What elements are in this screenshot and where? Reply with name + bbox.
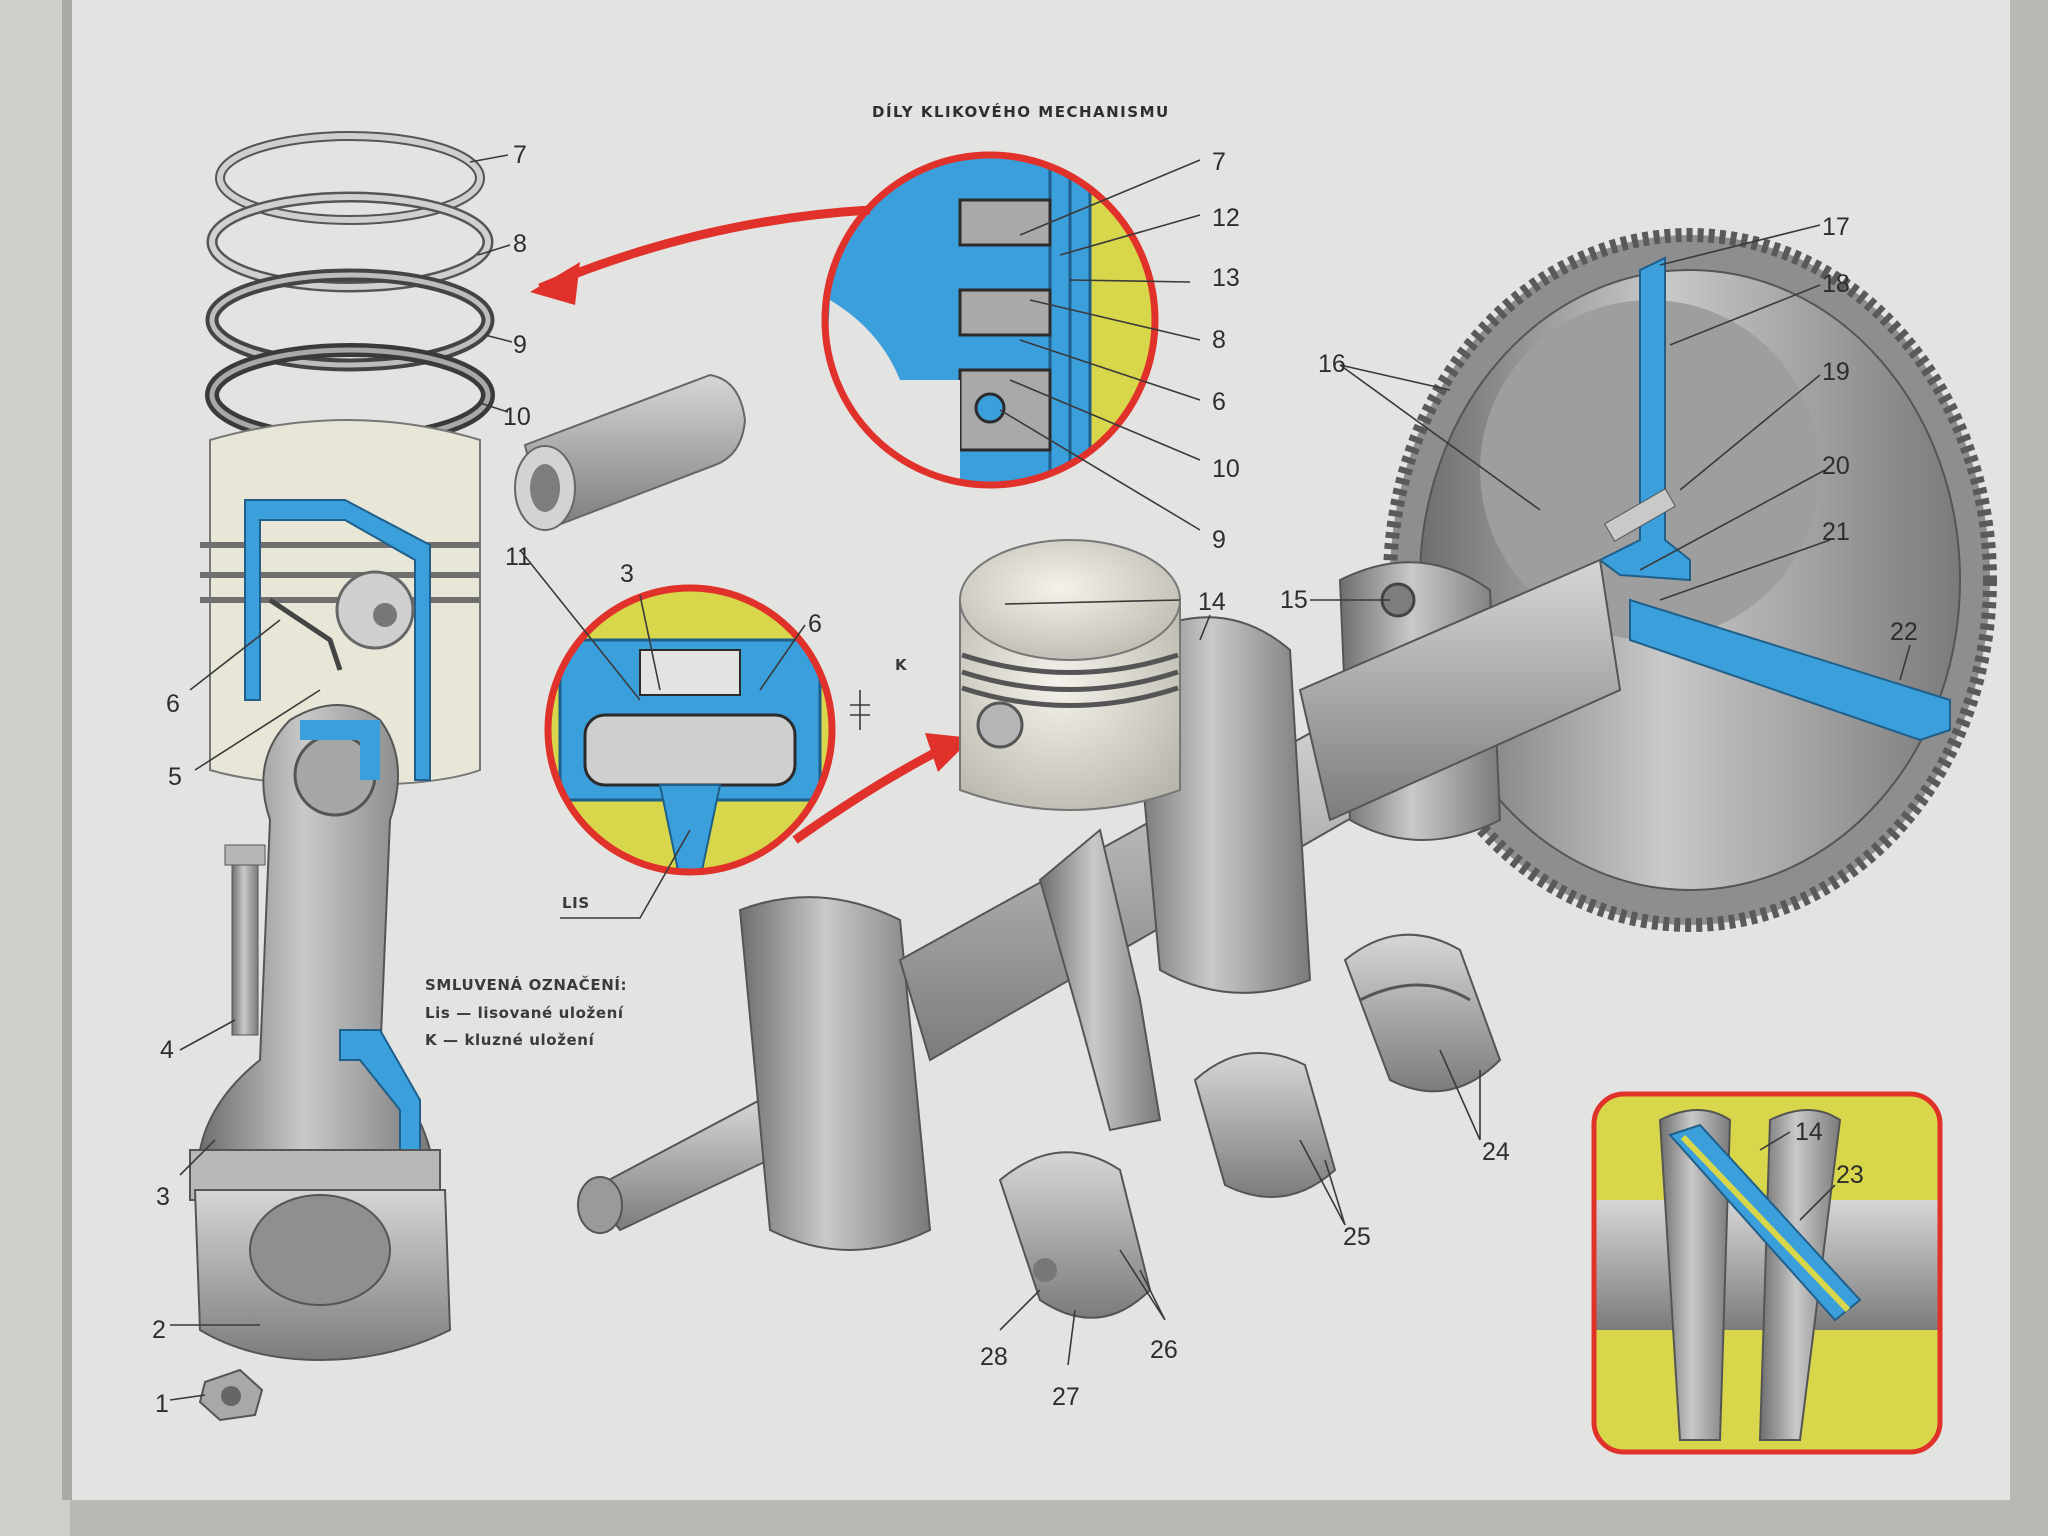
oil-passage-inset (1591, 1091, 1943, 1455)
rod-bolt (224, 844, 266, 1036)
part-label: 6 (1212, 388, 1226, 416)
part-label: 8 (1212, 326, 1226, 354)
connecting-rod (189, 704, 452, 1362)
part-label: 27 (1052, 1383, 1080, 1411)
crankshaft (577, 558, 1622, 1251)
lis-label: LIS (562, 894, 590, 912)
legend-line-k: K — kluzné uložení (425, 1031, 595, 1049)
part-label: 9 (513, 331, 527, 359)
legend-heading: SMLUVENÁ OZNAČENÍ: (425, 975, 627, 994)
part-label: 7 (513, 141, 527, 169)
part-label: 26 (1150, 1336, 1178, 1364)
piston-cutaway (200, 419, 481, 787)
part-label: 19 (1822, 358, 1850, 386)
part-label: 12 (1212, 204, 1240, 232)
part-label: 16 (1318, 350, 1346, 378)
part-label: 17 (1822, 213, 1850, 241)
legend-line-lis: Lis — lisované uložení (425, 1004, 624, 1022)
part-label: 5 (168, 763, 182, 791)
part-label: 21 (1822, 518, 1850, 546)
page-spine-shadow (62, 0, 72, 1500)
part-label: 28 (980, 1343, 1008, 1371)
left-page-edge (0, 0, 70, 1536)
part-label: 14 (1795, 1118, 1823, 1146)
diagram-title: DÍLY KLIKOVÉHO MECHANISMU (872, 102, 1170, 121)
part-label: 22 (1890, 618, 1918, 646)
part-label: 20 (1822, 452, 1850, 480)
k-label: K (895, 656, 908, 674)
part-label: 11 (505, 543, 531, 571)
leader-lines (169, 154, 1911, 1401)
assembled-piston (959, 539, 1181, 1132)
bearing-shells-24 (1343, 933, 1502, 1093)
part-label: 8 (513, 230, 527, 258)
part-label: 23 (1836, 1161, 1864, 1189)
part-label: 4 (160, 1036, 174, 1064)
piston-pin (514, 373, 747, 532)
bearing-shells-25 (1193, 1052, 1337, 1198)
part-label: 7 (1212, 148, 1226, 176)
rod-nut (198, 1368, 264, 1422)
legend: SMLUVENÁ OZNAČENÍ: Lis — lisované uložen… (425, 975, 627, 1049)
part-numbers: 1 2 3 3 4 5 6 6 6 7 7 8 8 9 9 10 10 11 1… (152, 141, 1918, 1418)
part-label: 9 (1212, 526, 1226, 554)
part-label: 1 (155, 1390, 169, 1418)
part-label: 6 (808, 610, 822, 638)
part-label: 3 (156, 1183, 170, 1211)
part-label: 25 (1343, 1223, 1371, 1251)
part-label: 10 (503, 403, 531, 431)
part-label: 3 (620, 560, 634, 588)
part-label: 18 (1822, 270, 1850, 298)
part-label: 14 (1198, 588, 1226, 616)
part-label: 24 (1482, 1138, 1510, 1166)
part-label: 2 (152, 1316, 166, 1344)
part-label: 6 (166, 690, 180, 718)
part-label: 13 (1212, 264, 1240, 292)
part-label: 15 (1280, 586, 1308, 614)
part-label: 10 (1212, 455, 1240, 483)
